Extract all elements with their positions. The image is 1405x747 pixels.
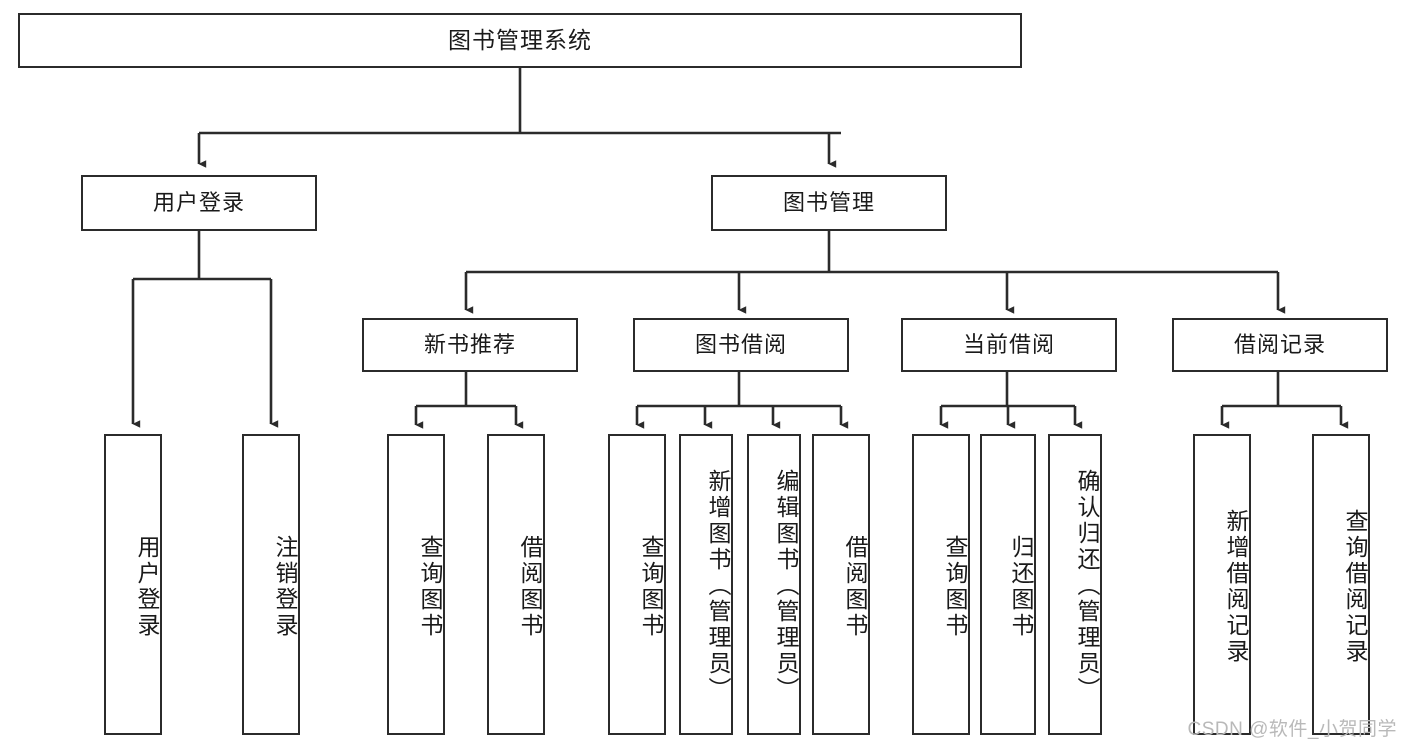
csdn-watermark: CSDN @软件_小贺同学 xyxy=(1187,719,1397,740)
node-book-borrow-label: 图书借阅 xyxy=(694,331,787,357)
node-user-login-label: 用户登录 xyxy=(152,189,245,215)
leaf-confirm-return-label: 确认归还（管理员） xyxy=(1074,468,1100,703)
leaf-add-record[interactable]: 新增借阅记录 xyxy=(1193,434,1251,735)
node-new-book-recommend[interactable]: 新书推荐 xyxy=(362,318,578,372)
leaf-query-book-3-label: 查询图书 xyxy=(942,534,968,639)
leaf-borrow-book-2[interactable]: 借阅图书 xyxy=(812,434,870,735)
leaf-user-login[interactable]: 用户登录 xyxy=(104,434,162,735)
leaf-query-book-1-label: 查询图书 xyxy=(417,534,443,639)
leaf-logout-login[interactable]: 注销登录 xyxy=(242,434,300,735)
node-book-manage[interactable]: 图书管理 xyxy=(711,175,947,231)
leaf-user-login-label: 用户登录 xyxy=(134,534,160,639)
leaf-query-record[interactable]: 查询借阅记录 xyxy=(1312,434,1370,735)
leaf-borrow-book-1[interactable]: 借阅图书 xyxy=(487,434,545,735)
leaf-borrow-book-2-label: 借阅图书 xyxy=(842,534,868,639)
node-user-login[interactable]: 用户登录 xyxy=(81,175,317,231)
leaf-add-record-label: 新增借阅记录 xyxy=(1223,508,1249,665)
node-book-manage-label: 图书管理 xyxy=(782,189,875,215)
node-new-book-recommend-label: 新书推荐 xyxy=(423,331,516,357)
leaf-query-record-label: 查询借阅记录 xyxy=(1342,508,1368,665)
leaf-add-book-label: 新增图书（管理员） xyxy=(705,468,731,703)
node-borrow-record-label: 借阅记录 xyxy=(1233,331,1326,357)
node-book-borrow[interactable]: 图书借阅 xyxy=(633,318,849,372)
leaf-borrow-book-1-label: 借阅图书 xyxy=(517,534,543,639)
leaf-add-book[interactable]: 新增图书（管理员） xyxy=(679,434,733,735)
leaf-query-book-1[interactable]: 查询图书 xyxy=(387,434,445,735)
leaf-return-book-label: 归还图书 xyxy=(1008,534,1034,639)
leaf-query-book-2[interactable]: 查询图书 xyxy=(608,434,666,735)
node-current-borrow-label: 当前借阅 xyxy=(962,331,1055,357)
leaf-logout-login-label: 注销登录 xyxy=(272,534,298,639)
leaf-query-book-2-label: 查询图书 xyxy=(638,534,664,639)
leaf-edit-book-label: 编辑图书（管理员） xyxy=(773,468,799,703)
leaf-edit-book[interactable]: 编辑图书（管理员） xyxy=(747,434,801,735)
leaf-confirm-return[interactable]: 确认归还（管理员） xyxy=(1048,434,1102,735)
node-root-system[interactable]: 图书管理系统 xyxy=(18,13,1022,68)
node-root-label: 图书管理系统 xyxy=(448,26,592,53)
node-borrow-record[interactable]: 借阅记录 xyxy=(1172,318,1388,372)
leaf-return-book[interactable]: 归还图书 xyxy=(980,434,1036,735)
leaf-query-book-3[interactable]: 查询图书 xyxy=(912,434,970,735)
node-current-borrow[interactable]: 当前借阅 xyxy=(901,318,1117,372)
